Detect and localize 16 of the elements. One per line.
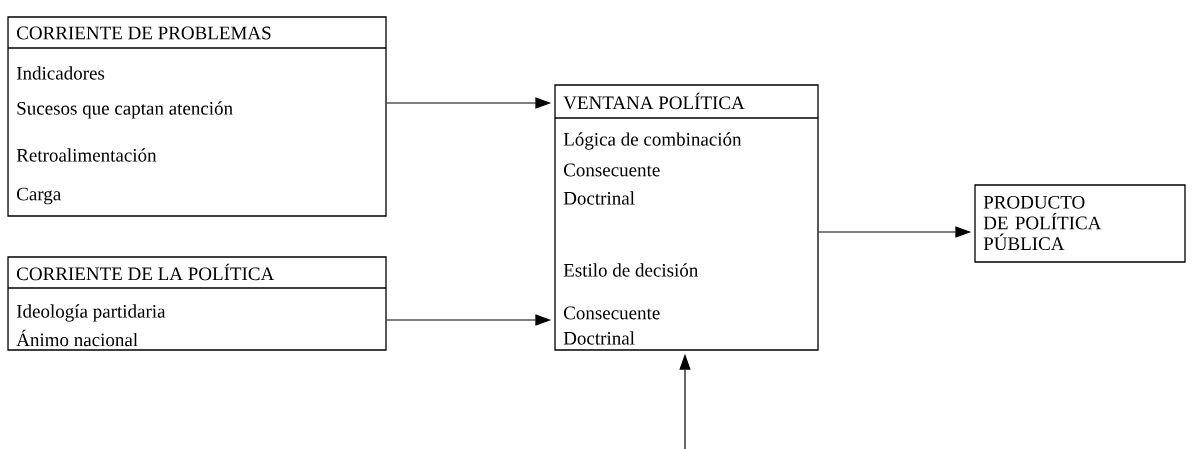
list-item: Ánimo nacional [16,329,138,347]
list-item: Estilo de decisión [563,263,698,277]
list-item: Retroalimentación [16,148,157,162]
list-item: Ideología partidaria [16,304,166,322]
box-heading: VENTANA POLÍTICA [563,92,745,110]
box-heading: CORRIENTE DE PROBLEMAS [17,26,271,40]
list-item: Carga [17,187,61,205]
box-heading: CORRIENTE DE LA POLÍTICA [17,263,275,281]
list-item: Lógica de combinación [563,132,742,150]
list-item: Consecuente [564,306,660,320]
list-item: Indicadores [16,66,105,80]
list-item: Consecuente [564,163,660,177]
list-item: Doctrinal [563,331,635,345]
list-item: Doctrinal [563,191,635,205]
box-text: PRODUCTO DE POLÍTICA PÚBLICA [983,195,1102,251]
list-item: Sucesos que captan atención [17,101,233,119]
